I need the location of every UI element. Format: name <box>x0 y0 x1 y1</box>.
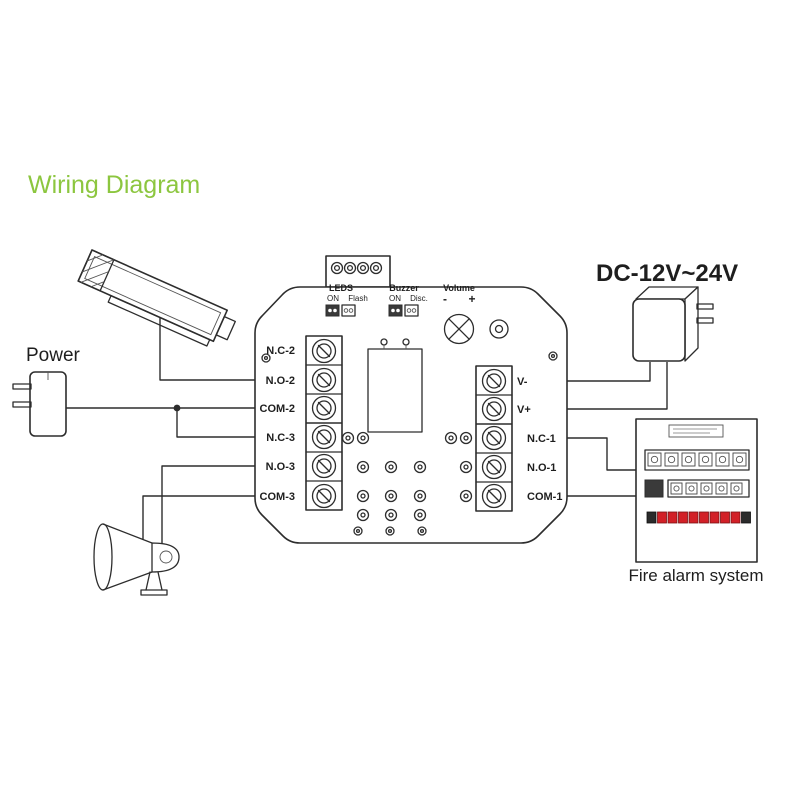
terminal-left-label-3: N.C-3 <box>266 432 295 444</box>
wire-maglock-to-no2 <box>159 318 255 381</box>
leds-jumper-on <box>325 304 340 317</box>
board-top-connector <box>325 255 391 288</box>
screw-terminal <box>481 454 507 480</box>
wire-vminus-to-adapter <box>567 362 651 382</box>
leds-label: LEDS <box>329 283 353 293</box>
screw-terminal <box>311 453 337 479</box>
dc-voltage-label: DC-12V~24V <box>596 260 738 287</box>
terminal-left-label-1: N.O-2 <box>266 375 295 387</box>
volume-plus-label: + <box>468 292 475 306</box>
screw-terminal <box>481 425 507 451</box>
wire-horn-to-no3 <box>161 465 255 545</box>
buzzer-jumper-disc <box>404 304 419 317</box>
panel-title-plate <box>668 424 724 438</box>
relay-block <box>367 338 423 433</box>
buzzer-section: Buzzer ON Disc. <box>388 283 428 317</box>
screw-terminal <box>481 483 507 509</box>
volume-minus-label: - <box>443 292 447 306</box>
leds-flash-label: Flash <box>348 294 368 303</box>
terminal-right-label-1: V+ <box>517 404 531 416</box>
power-label: Power <box>26 345 81 366</box>
leds-on-label: ON <box>327 294 339 303</box>
horn-siren <box>93 523 180 596</box>
terminal-right-label-2: N.C-1 <box>527 433 556 445</box>
screw-terminal <box>481 368 507 394</box>
adapter-prong <box>696 303 714 310</box>
panel-terminal-strip-2 <box>644 479 750 498</box>
screw-terminal <box>311 483 337 509</box>
terminal-left-label-2: COM-2 <box>260 403 295 415</box>
volume-potentiometer <box>443 313 475 345</box>
terminal-block-right <box>475 365 513 512</box>
terminal-left-label-4: N.O-3 <box>266 461 295 473</box>
mounting-holes <box>261 351 558 536</box>
screw-terminal <box>311 367 337 393</box>
power-plug <box>12 371 67 437</box>
dc-adapter <box>632 286 714 362</box>
buzzer-on-label: ON <box>389 294 401 303</box>
terminal-right-label-3: N.O-1 <box>527 462 556 474</box>
buzzer-label: Buzzer <box>389 283 419 293</box>
terminal-right-label-0: V- <box>517 376 528 388</box>
leds-jumper-flash <box>341 304 356 317</box>
pcb-pads <box>341 431 473 522</box>
adapter-prong <box>696 317 714 324</box>
page-title: Wiring Diagram <box>28 171 200 199</box>
panel-terminal-strip-1 <box>644 449 750 471</box>
screw-terminal <box>481 396 507 422</box>
buzzer-disc-label: Disc. <box>410 294 428 303</box>
fire-alarm-panel <box>635 418 758 563</box>
volume-section: Volume - + <box>443 283 509 345</box>
wire-vplus-to-adapter <box>567 362 668 410</box>
wire-horn-to-com3 <box>142 495 255 540</box>
terminal-right-label-4: COM-1 <box>527 491 562 503</box>
screw-terminal <box>311 395 337 421</box>
fire-alarm-label: Fire alarm system <box>628 566 763 585</box>
terminal-left-label-5: COM-3 <box>260 491 295 503</box>
wire-nc1-to-firealarm <box>567 437 636 471</box>
volume-label: Volume <box>443 283 475 293</box>
leds-section: LEDS ON Flash <box>325 283 368 317</box>
screw-terminal <box>311 338 337 364</box>
terminal-block-left <box>305 335 343 511</box>
buzzer-hole <box>489 319 509 339</box>
maglock-device <box>77 249 236 347</box>
wire-branch-to-nc3 <box>176 408 255 438</box>
screw-terminal <box>311 424 337 450</box>
buzzer-jumper-on <box>388 304 403 317</box>
panel-led-row <box>646 511 751 524</box>
terminal-left-label-0: N.C-2 <box>266 345 295 357</box>
